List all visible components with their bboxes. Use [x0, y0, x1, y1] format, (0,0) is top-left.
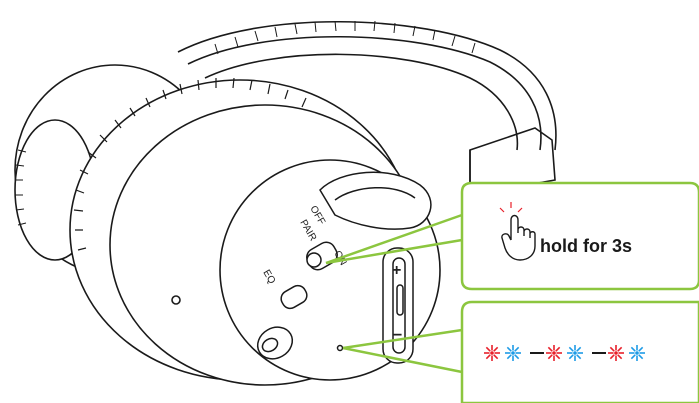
pointing-hand-icon: [499, 202, 536, 261]
hold-instruction-text: hold for 3s: [540, 236, 633, 256]
headband: [177, 20, 557, 196]
led-red-flash-icon: [608, 345, 624, 361]
led-blue-flash-icon: [567, 345, 583, 361]
led-pattern: [484, 345, 645, 361]
volume-rocker[interactable]: [382, 247, 414, 364]
led-red-flash-icon: [484, 345, 500, 361]
led-blue-flash-icon: [505, 345, 521, 361]
volume-plus-label: +: [392, 262, 401, 279]
audio-jack: [256, 326, 294, 360]
eq-button[interactable]: [278, 283, 310, 312]
volume-minus-label: −: [393, 327, 402, 344]
led-red-flash-icon: [546, 345, 562, 361]
control-area: [256, 171, 432, 364]
callout-pointers: [325, 213, 463, 374]
led-blue-flash-icon: [629, 345, 645, 361]
led-indicator: [336, 344, 344, 352]
